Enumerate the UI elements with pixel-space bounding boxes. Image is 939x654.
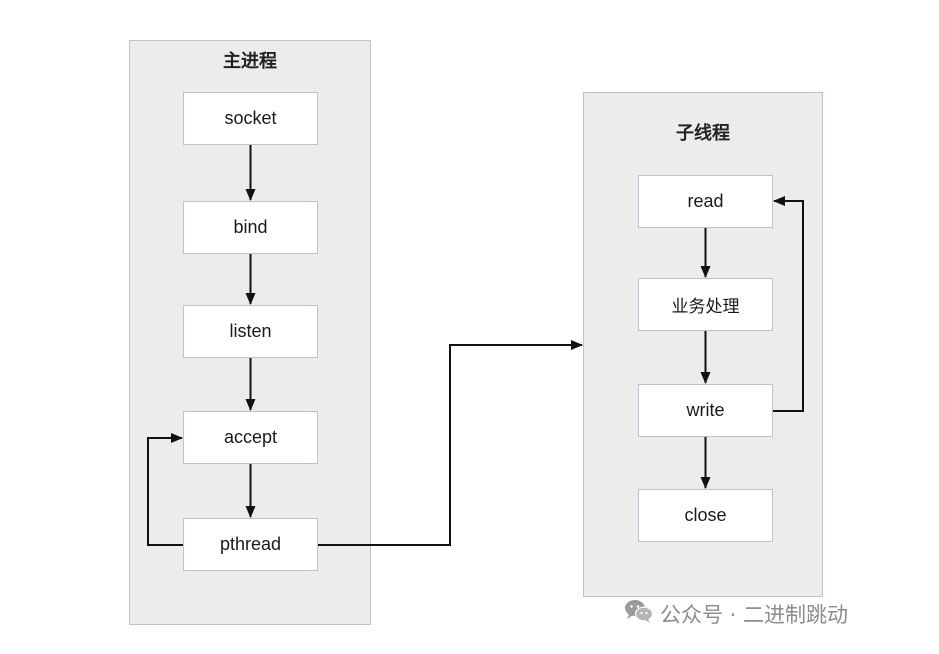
node-read: read [638, 175, 773, 228]
arrow-pthread-loop-to-accept [147, 433, 183, 546]
node-listen: listen [183, 305, 318, 358]
wechat-icon [624, 598, 654, 629]
watermark: 公众号 · 二进制跳动 [624, 598, 848, 629]
arrow-pthread-to-child-thread [318, 340, 583, 546]
node-close: close [638, 489, 773, 542]
node-accept: accept [183, 411, 318, 464]
main-process-title: 主进程 [223, 51, 277, 72]
arrow-write-loop-to-read [773, 196, 804, 412]
watermark-text: 公众号 · 二进制跳动 [660, 602, 849, 627]
node-business-processing: 业务处理 [638, 278, 773, 331]
node-pthread: pthread [183, 518, 318, 571]
child-thread-title: 子线程 [676, 123, 730, 144]
node-bind: bind [183, 201, 318, 254]
node-socket: socket [183, 92, 318, 145]
node-write: write [638, 384, 773, 437]
